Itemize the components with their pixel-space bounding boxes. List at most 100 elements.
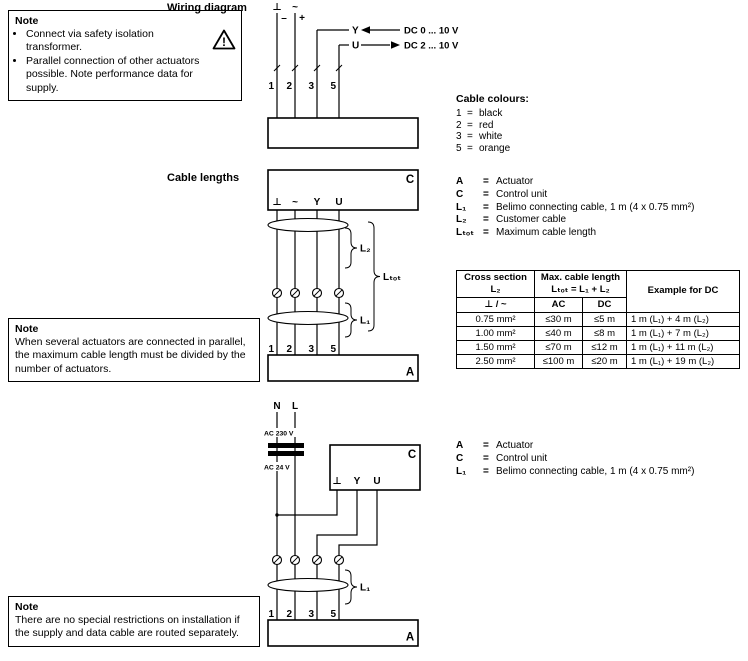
dc-input-arrow-icon xyxy=(361,26,370,34)
cell-cross: 1.00 mm² xyxy=(456,325,535,341)
cable-wires xyxy=(276,210,340,355)
colour-eq: = xyxy=(467,108,473,119)
brace-l1 xyxy=(344,569,358,605)
legend-key: Lₜₒₜ xyxy=(456,227,474,239)
cell-example: 1 m (L₁) + 4 m (L₂) xyxy=(626,311,740,327)
legend-supply: A = Actuator C = Control unit L₁ = Belim… xyxy=(456,440,744,478)
cell-ac: ≤70 m xyxy=(534,339,583,355)
cell-cross: 1.50 mm² xyxy=(456,339,535,355)
legend-key: A xyxy=(456,176,464,187)
actuator-label: A xyxy=(406,367,414,379)
colour-num: 1 xyxy=(456,108,462,119)
legend-row: Lₜₒₜ = Maximum cable length xyxy=(456,227,744,240)
note-box-parallel: Note When several actuators are connecte… xyxy=(8,318,260,383)
warning-triangle-outline xyxy=(212,29,236,50)
control-unit-label: C xyxy=(408,449,416,461)
colour-row: 3 = white xyxy=(456,131,606,143)
table-row: 0.75 mm² ≤30 m ≤5 m 1 m (L₁) + 4 m (L₂) xyxy=(456,311,740,327)
terminal-gnd-label: ⊥ xyxy=(332,476,341,487)
label-l1: L₁ xyxy=(360,583,370,594)
colour-eq: = xyxy=(467,131,473,142)
transformer-primary-bar xyxy=(268,443,304,448)
connector-slashes xyxy=(273,289,343,297)
ac-24v-label: AC 24 V xyxy=(264,465,290,472)
actuator-box xyxy=(267,117,419,149)
terminal-number-2: 2 xyxy=(286,344,292,355)
th-dc: DC xyxy=(582,296,627,313)
dc-output-arrow-icon xyxy=(391,41,400,49)
legend-eq: = xyxy=(483,214,489,226)
colour-name: black xyxy=(479,108,503,119)
note-title: Note xyxy=(15,601,39,613)
legend-eq: = xyxy=(483,176,489,187)
terminal-number-2: 2 xyxy=(286,81,292,92)
note-list: Connect via safety isolation transformer… xyxy=(15,28,235,95)
th-cross-line1: Cross section xyxy=(464,272,527,283)
actuator-box xyxy=(267,354,419,382)
minus-label: – xyxy=(281,13,287,24)
legend-eq: = xyxy=(483,201,489,213)
note-text: There are no special restrictions on ins… xyxy=(15,614,240,640)
ac-symbol: ~ xyxy=(292,2,298,13)
legend-eq: = xyxy=(483,465,489,477)
cell-dc: ≤8 m xyxy=(582,325,627,341)
u-wire-from-control xyxy=(338,490,378,556)
ground-symbol: ⊥ xyxy=(272,2,281,13)
colour-num: 5 xyxy=(456,142,462,154)
cable-sheath xyxy=(267,577,349,593)
connector-slashes xyxy=(273,556,343,564)
legend-key: L₂ xyxy=(456,214,467,226)
th-ac: AC xyxy=(534,296,583,313)
wire-cut-marks xyxy=(273,64,343,72)
th-max-cable-length: Max. cable length Lₜₒₜ = L₁ + L₂ xyxy=(534,270,627,298)
cell-ac: ≤100 m xyxy=(534,353,583,369)
legend-key: L₁ xyxy=(456,465,467,477)
legend-desc: Actuator xyxy=(496,440,534,451)
terminal-gnd-label: ⊥ xyxy=(272,197,281,208)
legend-row: L₁ = Belimo connecting cable, 1 m (4 x 0… xyxy=(456,202,744,215)
heading-cable-lengths: Cable lengths xyxy=(167,172,240,184)
legend-row: A = Actuator xyxy=(456,440,744,453)
legend-desc: Belimo connecting cable, 1 m (4 x 0.75 m… xyxy=(496,201,695,213)
plus-label: + xyxy=(299,13,305,24)
legend-key: L₁ xyxy=(456,201,467,213)
table-row: 1.50 mm² ≤70 m ≤12 m 1 m (L₁) + 11 m (L₂… xyxy=(456,339,740,355)
cable-colours-block: Cable colours: 1 = black 2 = red 3 = whi… xyxy=(456,93,606,154)
terminal-u-label: U xyxy=(335,197,342,208)
supply-wiring-graphic: N L AC 230 V AC 24 V C ⊥ Y U L₁ 1 2 3 5 … xyxy=(263,401,421,647)
legend-row: L₂ = Customer cable xyxy=(456,214,744,227)
legend-cable-lengths: A = Actuator C = Control unit L₁ = Belim… xyxy=(456,176,744,240)
cell-ac: ≤40 m xyxy=(534,325,583,341)
th-supply-symbols: ⊥ / ~ xyxy=(456,296,535,313)
legend-row: C = Control unit xyxy=(456,189,744,202)
note-box-installation: Note There are no special restrictions o… xyxy=(8,596,260,647)
transformer-secondary-bar xyxy=(268,451,304,456)
legend-key: C xyxy=(456,188,464,200)
colour-eq: = xyxy=(467,119,473,131)
label-ltot: Lₜₒₜ xyxy=(383,272,401,283)
cable-lengths-graphic: C ⊥ ~ Y U L₂ Lₜₒₜ L₁ 1 2 3 5 A xyxy=(267,169,419,382)
dc-0-10v-label: DC 0 ... 10 V xyxy=(404,26,459,37)
cell-cross: 0.75 mm² xyxy=(456,311,535,327)
colour-name: red xyxy=(479,119,494,131)
terminal-number-2: 2 xyxy=(286,609,292,620)
dc-2-10v-label: DC 2 ... 10 V xyxy=(404,41,459,52)
note-title: Note xyxy=(15,15,39,27)
legend-desc: Control unit xyxy=(496,188,548,200)
cell-cross: 2.50 mm² xyxy=(456,353,535,369)
terminal-connectors xyxy=(271,287,345,299)
ac24-label-bg xyxy=(263,462,292,471)
th-cross-line2: L₂ xyxy=(490,283,501,295)
gnd-wire-from-control xyxy=(277,490,338,516)
warning-exclamation: ! xyxy=(222,35,226,49)
supply-signal-wires xyxy=(276,13,340,118)
terminal-number-3: 3 xyxy=(308,344,314,355)
cell-example: 1 m (L₁) + 7 m (L₂) xyxy=(626,325,740,341)
brace-ltot xyxy=(367,221,381,332)
actuator-label: A xyxy=(406,632,414,644)
cable-sheath-bottom xyxy=(267,310,349,326)
note-box-transformer: Note Connect via safety isolation transf… xyxy=(8,10,242,102)
terminal-y-label: Y xyxy=(354,476,361,487)
terminal-number-1: 1 xyxy=(268,344,274,355)
legend-desc: Customer cable xyxy=(496,214,567,226)
